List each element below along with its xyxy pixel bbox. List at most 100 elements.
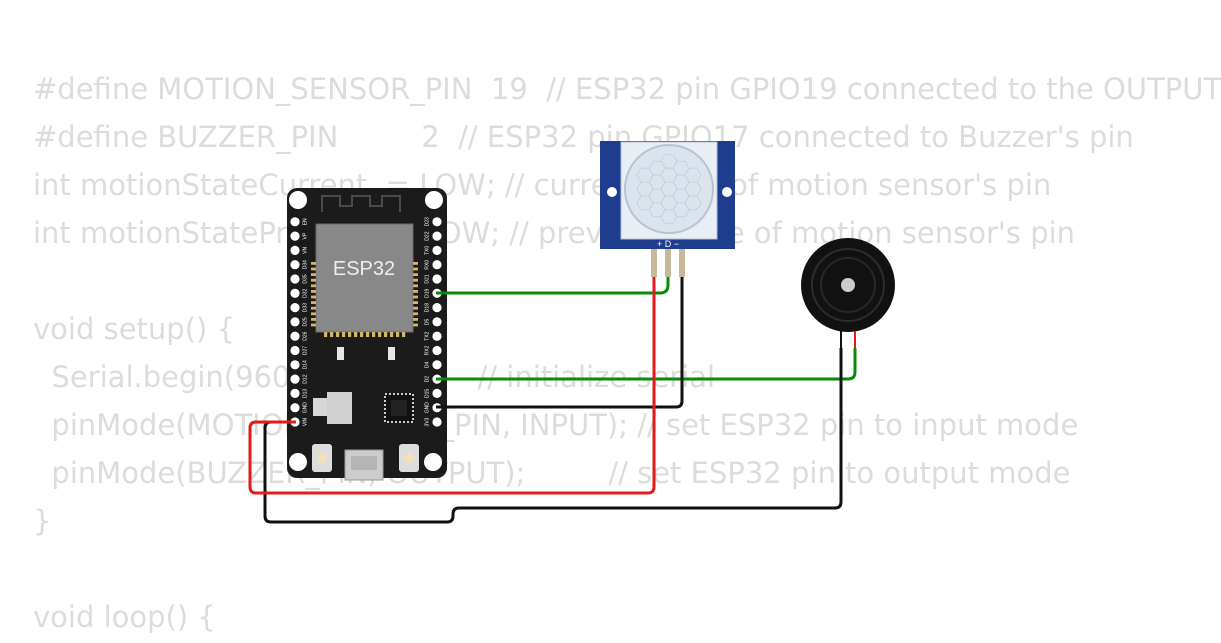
pir-pin-vcc [651, 249, 657, 277]
pin-hole[interactable] [290, 274, 300, 284]
module-pad [413, 284, 418, 288]
module-pad [311, 267, 316, 271]
pin-label: TX0 [424, 246, 430, 255]
pin-label: D25 [302, 317, 308, 326]
pin-hole[interactable] [290, 217, 300, 227]
module-pad [366, 332, 370, 337]
pin-label: D5 [424, 318, 430, 325]
pin-label: D14 [302, 360, 308, 369]
pin-hole[interactable] [290, 360, 300, 370]
pin-hole[interactable] [290, 331, 300, 341]
module-pad [311, 323, 316, 327]
pin-label: EN [302, 218, 308, 225]
module-pad [413, 278, 418, 282]
esp32-module-shield [315, 223, 414, 333]
esp32-label: ESP32 [333, 258, 395, 280]
pin-hole[interactable] [432, 260, 442, 270]
pin-hole[interactable] [432, 231, 442, 241]
pir-pin-out [665, 249, 671, 277]
pin-hole[interactable] [290, 231, 300, 241]
wire-signal-pir [436, 277, 670, 295]
pin-label: D13 [302, 389, 308, 398]
code-line: int motionStateCurrent = LOW; // current… [33, 168, 1052, 202]
pin-label: D21 [424, 274, 430, 283]
pin-hole[interactable] [432, 388, 442, 398]
pin-hole[interactable] [290, 388, 300, 398]
pin-label: D22 [424, 231, 430, 240]
pin-label: GND [424, 402, 430, 414]
module-pad [378, 332, 382, 337]
usb-uart-chip [384, 393, 414, 423]
lens-cell [660, 209, 678, 225]
code-line: #define MOTION_SENSOR_PIN 19 // ESP32 pi… [33, 72, 1221, 106]
module-pad [384, 332, 388, 337]
module-pad [311, 301, 316, 304]
module-pad [311, 312, 316, 316]
wire-vin-pir [248, 277, 656, 495]
pin-hole[interactable] [432, 360, 442, 370]
module-pad [311, 262, 316, 265]
wire-gnd-pir [436, 277, 684, 409]
pin-hole[interactable] [432, 217, 442, 227]
pin-hole[interactable] [290, 317, 300, 327]
piezo-buzzer[interactable] [801, 238, 895, 348]
right-pin-header: 3V3GNDD15D2D4RX2TX2D5D18D19D21RX0TX0D22D… [424, 217, 442, 427]
code-line: pinMode(BUZZER_PIN, OUTPUT); // set ESP3… [33, 456, 1071, 490]
pir-motion-sensor[interactable]: + D − [600, 141, 735, 277]
module-pads [311, 262, 418, 337]
pin-hole[interactable] [290, 374, 300, 384]
buzzer-ring [811, 248, 885, 322]
pin-hole[interactable] [432, 317, 442, 327]
usb-port-inner [351, 456, 377, 470]
module-pad [330, 332, 334, 337]
module-pad [413, 323, 418, 327]
module-pad [311, 318, 316, 321]
antenna-trace [321, 195, 401, 212]
code-line: void loop() { [33, 600, 216, 634]
pin-hole[interactable] [432, 345, 442, 356]
pin-label: 3V3 [424, 417, 430, 426]
buzzer-ring [820, 257, 876, 313]
pin-label: D4 [424, 361, 430, 368]
code-line: } [33, 504, 52, 538]
module-pad [413, 290, 418, 293]
pin-label: RX2 [424, 345, 430, 355]
pin-hole[interactable] [432, 274, 442, 284]
pin-label: VP [302, 232, 308, 239]
pin-label: D27 [302, 346, 308, 355]
pir-mounting-hole [607, 187, 617, 197]
mounting-hole [289, 453, 307, 471]
pin-hole[interactable] [432, 417, 442, 427]
pin-hole[interactable] [290, 288, 300, 298]
pin-label: D34 [302, 260, 308, 269]
pin-hole[interactable] [290, 403, 300, 413]
pin-hole[interactable] [290, 303, 300, 313]
pin-hole[interactable] [290, 345, 300, 356]
module-pad [360, 332, 364, 337]
pin-label: D33 [302, 303, 308, 312]
pin-hole[interactable] [290, 260, 300, 270]
wires [248, 277, 857, 524]
module-pad [413, 318, 418, 321]
module-pad [413, 267, 418, 271]
buzzer-hole [841, 278, 855, 292]
pin-hole[interactable] [432, 303, 442, 313]
pir-pin-labels: + D − [657, 239, 679, 249]
pin-label: D2 [424, 376, 430, 383]
circuit-diagram: ESP32 VINGNDD13D12D14D27D26D25D33D32D35D… [248, 141, 895, 524]
pin-label: D15 [424, 389, 430, 398]
esp32-board[interactable]: ESP32 VINGNDD13D12D14D27D26D25D33D32D35D… [287, 188, 447, 481]
module-pad [348, 332, 352, 337]
mounting-hole [425, 191, 443, 209]
module-pad [336, 332, 340, 337]
voltage-regulator [327, 392, 352, 424]
pir-mounting-hole [722, 187, 732, 197]
pin-hole[interactable] [432, 245, 442, 255]
pin-hole[interactable] [290, 245, 300, 255]
module-pad [342, 332, 346, 337]
module-pad [311, 295, 316, 299]
boot-button-cap [404, 453, 414, 463]
mounting-hole [289, 191, 307, 209]
mounting-hole [424, 453, 442, 471]
pin-hole[interactable] [432, 331, 442, 341]
